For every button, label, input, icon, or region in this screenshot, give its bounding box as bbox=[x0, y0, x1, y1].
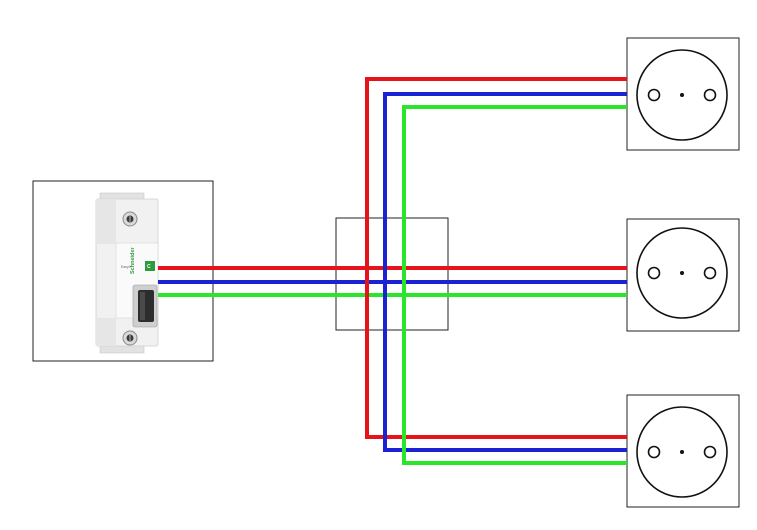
socket-2-pin-left bbox=[647, 266, 661, 280]
circuit-breaker: Schneider Easy9 C bbox=[95, 192, 159, 354]
breaker-model: Easy9 bbox=[121, 265, 131, 269]
socket-3-pin-left bbox=[647, 445, 661, 459]
junction-box bbox=[335, 217, 449, 331]
socket-2-earth-dot bbox=[680, 271, 684, 275]
socket-2 bbox=[626, 218, 740, 332]
socket-1-pin-right bbox=[703, 88, 717, 102]
socket-3-pin-right bbox=[703, 445, 717, 459]
socket-2-pin-right bbox=[703, 266, 717, 280]
wire-line-branch bbox=[365, 77, 627, 439]
breaker-lower-shoulder bbox=[96, 318, 116, 346]
breaker-rating: C bbox=[147, 264, 151, 270]
breaker-upper-shoulder bbox=[96, 199, 116, 244]
socket-1 bbox=[626, 37, 740, 151]
socket-1-pin-left bbox=[647, 88, 661, 102]
breaker-rating-badge bbox=[145, 261, 155, 271]
socket-1-earth-dot bbox=[680, 93, 684, 97]
wire-earth-branch bbox=[402, 105, 627, 465]
wires bbox=[158, 77, 627, 465]
breaker-brand: Schneider bbox=[130, 247, 136, 274]
wire-neutral-branch bbox=[383, 92, 627, 452]
socket-3 bbox=[626, 394, 740, 508]
breaker-toggle-highlight bbox=[140, 292, 145, 320]
socket-3-earth-dot bbox=[680, 450, 684, 454]
